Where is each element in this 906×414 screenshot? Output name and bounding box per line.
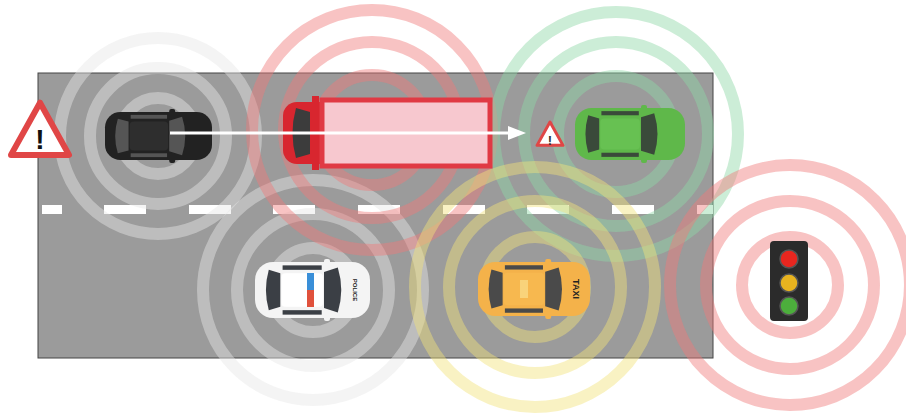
ring-set bbox=[670, 165, 906, 405]
police-light bbox=[307, 273, 314, 290]
side-window bbox=[131, 153, 167, 157]
taxi-car bbox=[478, 259, 590, 319]
signal-ring bbox=[670, 165, 906, 405]
lane-dash bbox=[42, 205, 62, 214]
car-body bbox=[105, 112, 212, 160]
signal-lamp bbox=[780, 274, 798, 292]
ring-set bbox=[415, 167, 655, 407]
car-body bbox=[575, 108, 685, 160]
rear-window bbox=[115, 119, 128, 154]
side-window bbox=[601, 153, 638, 157]
ring-set bbox=[252, 10, 492, 250]
mirror bbox=[312, 96, 319, 102]
vehicle-marking-holder: POLICE bbox=[352, 279, 358, 301]
signal-ring bbox=[90, 68, 226, 204]
signal-lamp bbox=[780, 297, 798, 315]
police-light bbox=[307, 290, 314, 307]
side-window bbox=[505, 265, 543, 269]
car-roof bbox=[130, 122, 169, 151]
light-housing bbox=[770, 241, 808, 321]
windshield bbox=[169, 117, 185, 155]
vehicle-marking: POLICE bbox=[352, 279, 358, 301]
side-window bbox=[505, 308, 543, 312]
car-roof bbox=[600, 118, 640, 149]
windshield bbox=[545, 267, 562, 310]
car-roof bbox=[281, 273, 322, 307]
signal-ring bbox=[415, 167, 655, 407]
side-window bbox=[601, 111, 638, 115]
green-car bbox=[575, 105, 685, 163]
arrow-head bbox=[508, 126, 526, 140]
warning-mark: ! bbox=[35, 126, 44, 154]
rear-window bbox=[489, 270, 503, 309]
signal-rings bbox=[60, 10, 906, 407]
warning-mark-holder: ! bbox=[35, 126, 44, 154]
taxi-sign bbox=[520, 280, 528, 298]
car-roof bbox=[504, 273, 544, 305]
rear-window bbox=[266, 270, 280, 310]
vehicle-marking: TAXI bbox=[571, 279, 580, 299]
signal-ring bbox=[494, 12, 738, 256]
mirror bbox=[312, 164, 319, 170]
car-body bbox=[478, 262, 590, 316]
police-car bbox=[255, 259, 370, 321]
warning-mark: ! bbox=[548, 134, 552, 147]
black-car bbox=[105, 109, 212, 163]
signal-ring bbox=[60, 38, 256, 234]
overtake-arrow bbox=[170, 132, 512, 135]
traffic-light bbox=[770, 241, 808, 321]
windshield bbox=[641, 113, 658, 155]
vehicle-marking-holder: TAXI bbox=[571, 279, 580, 299]
ring-set bbox=[60, 38, 256, 234]
signal-ring bbox=[252, 10, 492, 250]
warning-mark-holder: ! bbox=[548, 134, 552, 147]
ring-set bbox=[494, 12, 738, 256]
side-window bbox=[131, 115, 167, 119]
side-window bbox=[283, 265, 322, 269]
signal-ring bbox=[742, 237, 838, 333]
rear-window bbox=[585, 115, 599, 152]
signal-ring bbox=[120, 98, 196, 174]
car-body bbox=[255, 262, 370, 318]
signal-ring bbox=[449, 201, 621, 373]
signal-ring bbox=[706, 201, 874, 369]
warning-triangle bbox=[11, 103, 69, 155]
windshield bbox=[324, 268, 341, 313]
side-window bbox=[283, 310, 322, 314]
signal-lamp bbox=[780, 250, 798, 268]
